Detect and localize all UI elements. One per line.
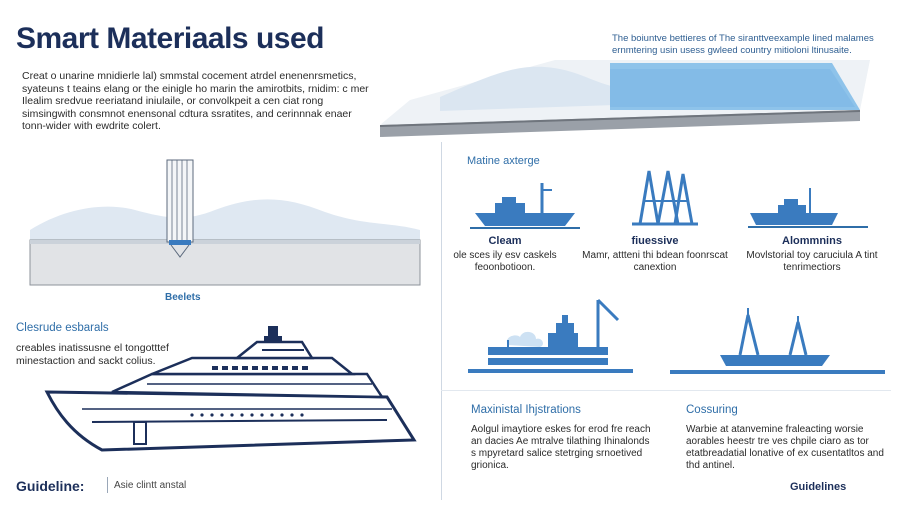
marine-col-2-body: Mamr, attteni thi bdean foonrscat canext… — [582, 250, 728, 273]
crane-ship-icon — [470, 183, 580, 229]
crane-vessel-illustration — [468, 298, 633, 373]
footer-guideline-label: Guideline: — [16, 478, 85, 494]
sailing-vessel-illustration — [670, 308, 885, 374]
bottom-left-body: Aolgul imaytiore eskes for erod fre reac… — [471, 424, 651, 471]
marine-col-1-body: ole sces ily esv caskels feoonbotioon. — [453, 250, 557, 273]
bottom-left-heading: Maxinistal Ihjstrations — [471, 404, 581, 416]
footer-guidelines-label: Guidelines — [790, 481, 847, 493]
tower-platform-icon — [632, 170, 698, 226]
marine-col-2-title: fiuessive — [631, 235, 679, 247]
top-right-caption: The boiuntve bettieres of The siranttvee… — [612, 33, 874, 56]
yacht-illustration — [44, 326, 417, 452]
pillar-caption: Beelets — [165, 292, 201, 303]
marine-heading: Matine axterge — [467, 155, 540, 167]
page-title: Smart Materiaals used — [16, 22, 324, 55]
horizontal-divider — [441, 390, 891, 391]
bottom-right-body: Warbie at atanvemine fraleacting worsie … — [686, 424, 884, 471]
marine-col-1-title: Cleam — [488, 235, 522, 247]
bottom-right-heading: Cossuring — [686, 404, 738, 416]
marine-col-3-title: Alommnins — [782, 235, 842, 247]
intro-paragraph: Creat o unarine mnidierle lal) smmstal c… — [22, 70, 369, 132]
cargo-ship-icon — [748, 188, 868, 228]
slab-water-illustration — [380, 60, 870, 137]
left-section-heading: Clesrude esbarals — [16, 322, 109, 334]
footer-guideline-text: Asie clintt anstal — [114, 480, 187, 491]
left-section-body: creables inatissusne el tongotttef mines… — [16, 342, 169, 367]
footer-separator — [107, 477, 108, 493]
pillar-slab-illustration — [29, 159, 421, 286]
vertical-divider — [441, 142, 442, 500]
marine-col-3-body: Movlstorial toy caruciula A tint tenrime… — [746, 250, 878, 273]
